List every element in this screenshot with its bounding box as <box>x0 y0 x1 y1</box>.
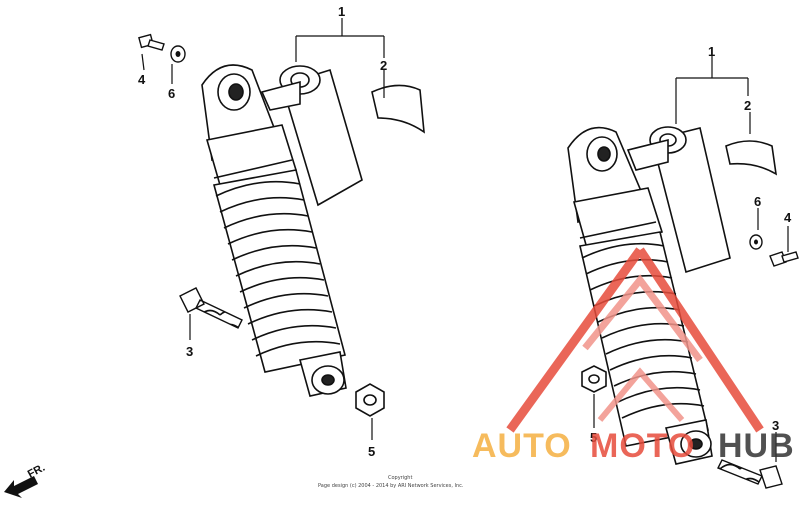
watermark-text-auto: AUTO <box>472 427 572 465</box>
left-lower-bolt <box>179 287 243 329</box>
right-callout-1: 1 <box>708 44 715 59</box>
left-shock-assembly: 1 2 4 6 3 5 <box>138 4 425 459</box>
right-nut <box>581 365 607 393</box>
left-reservoir <box>260 65 363 207</box>
right-lower-eye <box>664 419 713 465</box>
right-leader-lines <box>593 56 789 462</box>
left-callout-4: 4 <box>138 72 146 87</box>
front-direction-arrow: FR. <box>4 462 47 498</box>
right-lower-bolt <box>717 459 783 489</box>
right-callout-5: 5 <box>590 430 597 445</box>
watermark-triangle-logo <box>506 247 764 433</box>
watermark-text-moto: MOTO <box>590 427 695 465</box>
right-reservoir <box>626 126 731 274</box>
watermark-text-hub: HUB <box>718 427 795 465</box>
right-cover <box>725 140 778 176</box>
left-upper-bolt <box>138 33 165 51</box>
fr-label: FR. <box>26 462 47 481</box>
left-callout-5: 5 <box>368 444 375 459</box>
left-leader-lines <box>141 18 385 440</box>
right-shock-assembly: 1 2 6 4 5 3 <box>567 44 799 489</box>
right-callout-4: 4 <box>784 210 792 225</box>
left-callout-6: 6 <box>168 86 175 101</box>
left-cover <box>371 84 425 134</box>
right-upper-bolt <box>769 251 799 267</box>
left-callout-2: 2 <box>380 58 387 73</box>
left-nut <box>355 383 385 417</box>
left-washer <box>170 45 186 63</box>
right-callout-6: 6 <box>754 194 761 209</box>
left-lower-eye <box>298 351 347 397</box>
left-callout-1: 1 <box>338 4 345 19</box>
copyright-title: Copyright <box>388 475 412 481</box>
left-spring <box>212 169 346 373</box>
copyright-notice: Page design (c) 2004 - 2014 by ARI Netwo… <box>318 483 464 489</box>
right-washer <box>749 234 763 250</box>
left-callout-3: 3 <box>186 344 193 359</box>
right-callout-3: 3 <box>772 418 779 433</box>
right-callout-2: 2 <box>744 98 751 113</box>
automotohub-watermark: AUTO MOTO HUB <box>472 247 795 465</box>
